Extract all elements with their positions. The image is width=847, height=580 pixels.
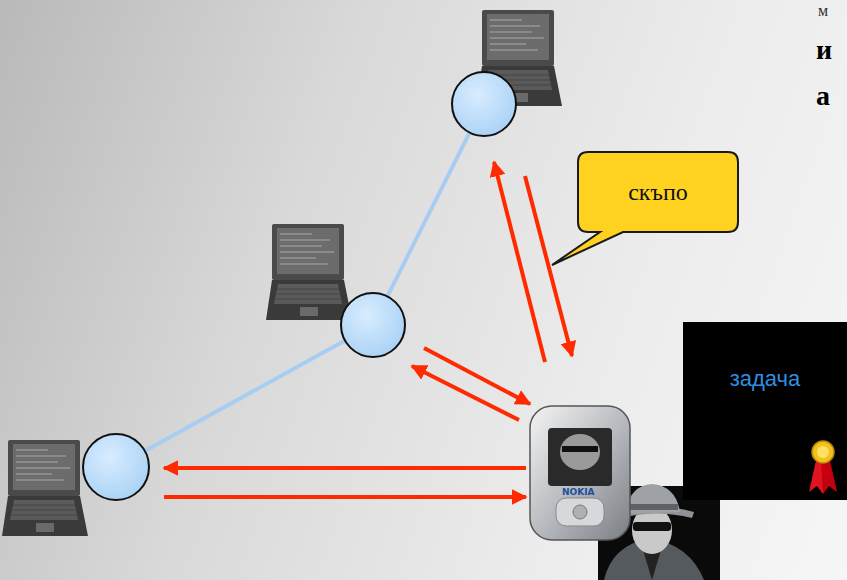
callout-bubble: скъпо — [578, 152, 738, 232]
laptop-icon — [266, 224, 352, 320]
network-node — [341, 293, 405, 357]
network-node — [83, 434, 149, 500]
laptop-icon — [2, 440, 88, 536]
cut-letter: а — [816, 80, 830, 112]
panel-title: задача — [730, 366, 801, 392]
network-link — [116, 104, 484, 467]
cut-letter: и — [816, 34, 832, 66]
ribbon-icon — [803, 438, 843, 498]
message-arrows — [164, 162, 572, 497]
callout-shape — [552, 152, 738, 265]
callout-text: скъпо — [628, 179, 688, 206]
cut-letter: м — [818, 2, 828, 20]
mobile-phone — [530, 406, 630, 540]
task-panel: задача — [683, 322, 847, 500]
network-node — [452, 72, 516, 136]
brand-text: NOKIA — [562, 487, 594, 497]
